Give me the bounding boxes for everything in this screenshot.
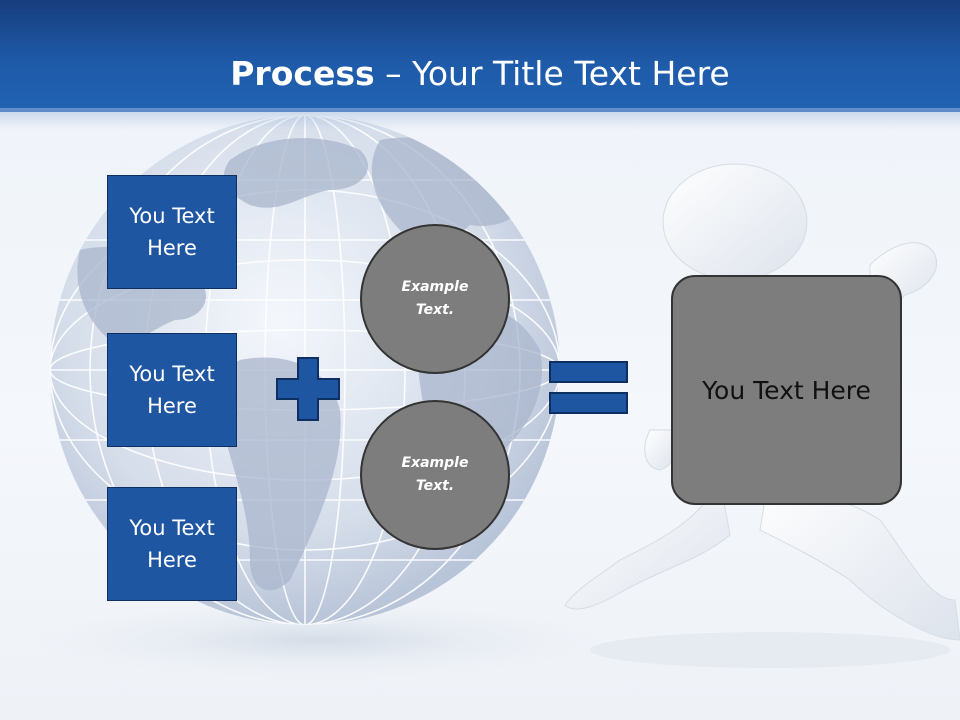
- title-rest: – Your Title Text Here: [374, 54, 730, 93]
- left-text-box-1[interactable]: You Text Here: [107, 175, 237, 289]
- left-text-box-3[interactable]: You Text Here: [107, 487, 237, 601]
- equals-bar-top: [549, 361, 628, 383]
- header-fade: [0, 108, 960, 130]
- header-band: [0, 0, 960, 112]
- example-circle-label: Example Text.: [401, 455, 469, 494]
- left-text-box-label: You Text Here: [129, 516, 215, 572]
- slide-title[interactable]: Process – Your Title Text Here: [0, 52, 960, 96]
- example-circle-1[interactable]: Example Text.: [360, 224, 510, 374]
- example-circle-label: Example Text.: [401, 279, 469, 318]
- left-text-box-2[interactable]: You Text Here: [107, 333, 237, 447]
- plus-icon[interactable]: [276, 357, 340, 421]
- left-text-box-label: You Text Here: [129, 204, 215, 260]
- example-circle-2[interactable]: Example Text.: [360, 400, 510, 550]
- equals-icon[interactable]: [549, 361, 628, 414]
- result-text-box[interactable]: You Text Here: [671, 275, 902, 505]
- equals-bar-bottom: [549, 392, 628, 414]
- left-text-box-label: You Text Here: [129, 362, 215, 418]
- result-text-label: You Text Here: [702, 375, 871, 405]
- title-bold: Process: [230, 54, 375, 93]
